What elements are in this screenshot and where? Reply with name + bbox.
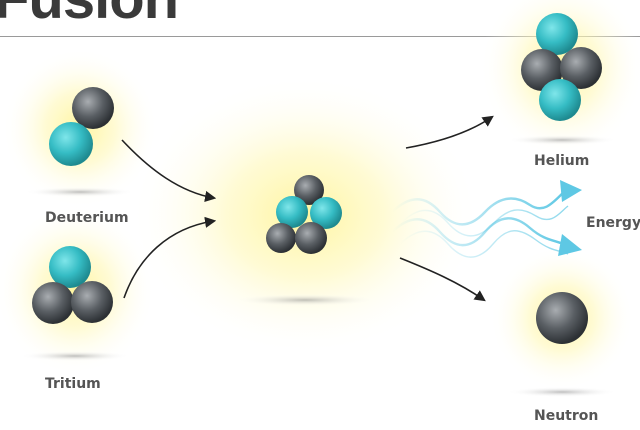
title-divider	[0, 36, 640, 37]
arrow-center-to-neutron	[399, 257, 486, 302]
label-tritium: Tritium	[45, 376, 101, 392]
proton-particle	[310, 197, 342, 229]
deuterium-atom	[49, 87, 114, 166]
neutron-particle	[294, 175, 324, 205]
neutron-particle	[536, 292, 588, 344]
energy-wave	[399, 230, 569, 258]
proton-particle	[49, 246, 91, 288]
proton-particle	[539, 79, 581, 121]
energy-wave-arrowhead	[558, 234, 582, 256]
free-neutron	[536, 292, 588, 344]
shadow-tritium	[20, 351, 130, 361]
proton-particle	[536, 13, 578, 55]
label-energy: Energy	[586, 215, 640, 231]
neutron-particle	[295, 222, 327, 254]
neutron-particle	[32, 282, 74, 324]
proton-particle	[49, 122, 93, 166]
arrow-center-to-helium	[405, 115, 494, 149]
shadow-deuterium	[25, 187, 135, 197]
shadow-center	[235, 294, 375, 306]
neutron-particle	[72, 87, 114, 129]
proton-particle	[276, 196, 308, 228]
label-helium: Helium	[534, 153, 590, 169]
page-title: Fusion	[0, 0, 179, 28]
shadow-neutron	[507, 387, 617, 397]
label-deuterium: Deuterium	[45, 210, 129, 226]
energy-waves	[391, 180, 582, 258]
shadow-helium	[507, 135, 617, 145]
energy-wave	[391, 189, 567, 226]
helium-atom	[521, 13, 602, 121]
fusion-cluster	[266, 175, 342, 254]
label-neutron: Neutron	[534, 408, 599, 424]
neutron-particle	[71, 281, 113, 323]
energy-wave-arrowhead	[560, 180, 582, 202]
neutron-particle	[266, 223, 296, 253]
arrow-tritium-to-center	[123, 216, 217, 299]
arrow-deuterium-to-center	[121, 139, 217, 202]
tritium-atom	[32, 246, 113, 324]
energy-wave	[391, 217, 567, 247]
neutron-particle	[560, 47, 602, 89]
